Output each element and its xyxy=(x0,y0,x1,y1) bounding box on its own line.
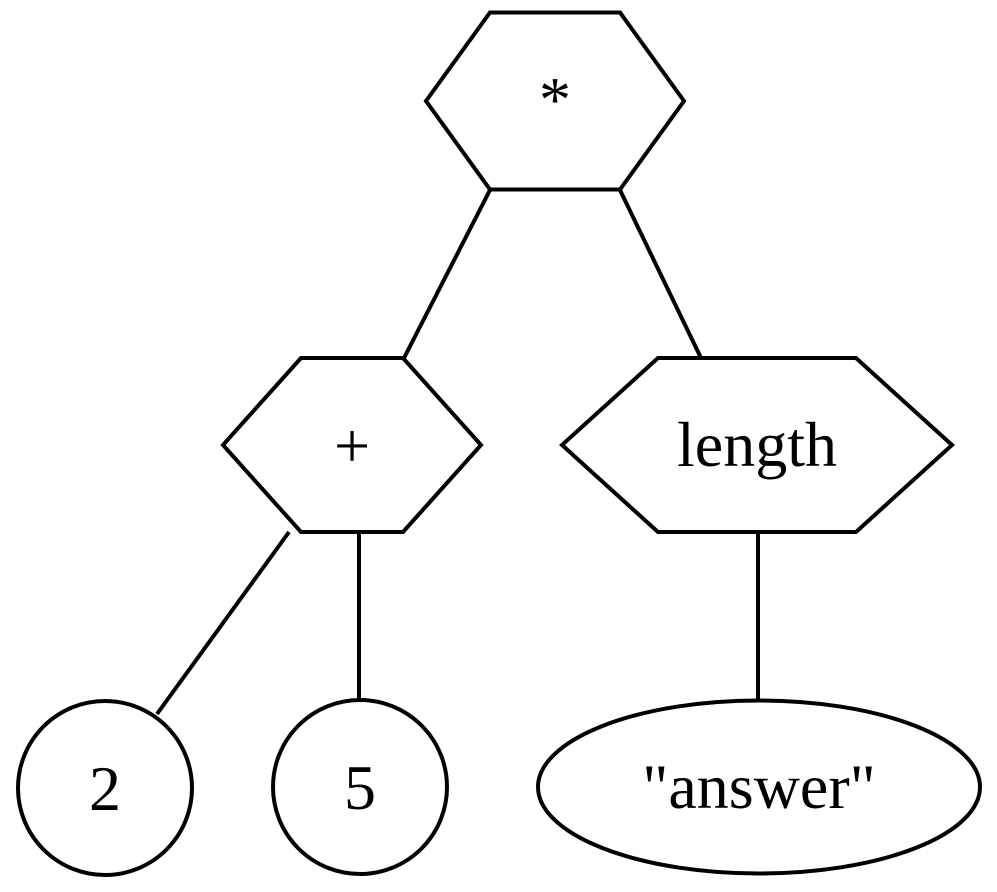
node-label-literal-answer: "answer" xyxy=(642,751,876,822)
edge-root-multiply-to-length xyxy=(618,189,703,359)
node-literal-answer[interactable]: "answer" xyxy=(536,698,982,876)
node-label-literal-5: 5 xyxy=(344,752,376,823)
circle-shape xyxy=(271,698,449,876)
node-label-root-multiply: * xyxy=(539,64,571,135)
node-group: * + length 2 5 "answer" xyxy=(16,10,982,877)
edge-group xyxy=(155,189,760,716)
node-root-multiply[interactable]: * xyxy=(423,10,687,192)
node-label-length: length xyxy=(677,409,837,480)
node-plus[interactable]: + xyxy=(220,356,484,534)
node-label-plus: + xyxy=(334,410,370,481)
edge-root-multiply-to-plus xyxy=(402,189,492,359)
hexagon-shape xyxy=(559,356,955,534)
node-literal-5[interactable]: 5 xyxy=(271,698,449,876)
hexagon-shape xyxy=(220,356,484,534)
node-literal-2[interactable]: 2 xyxy=(16,699,194,877)
hexagon-shape xyxy=(423,10,687,192)
node-label-literal-2: 2 xyxy=(89,753,121,824)
ellipse-shape xyxy=(536,698,982,876)
node-length[interactable]: length xyxy=(559,356,955,534)
circle-shape xyxy=(16,699,194,877)
edge-plus-to-literal-2 xyxy=(155,530,291,716)
